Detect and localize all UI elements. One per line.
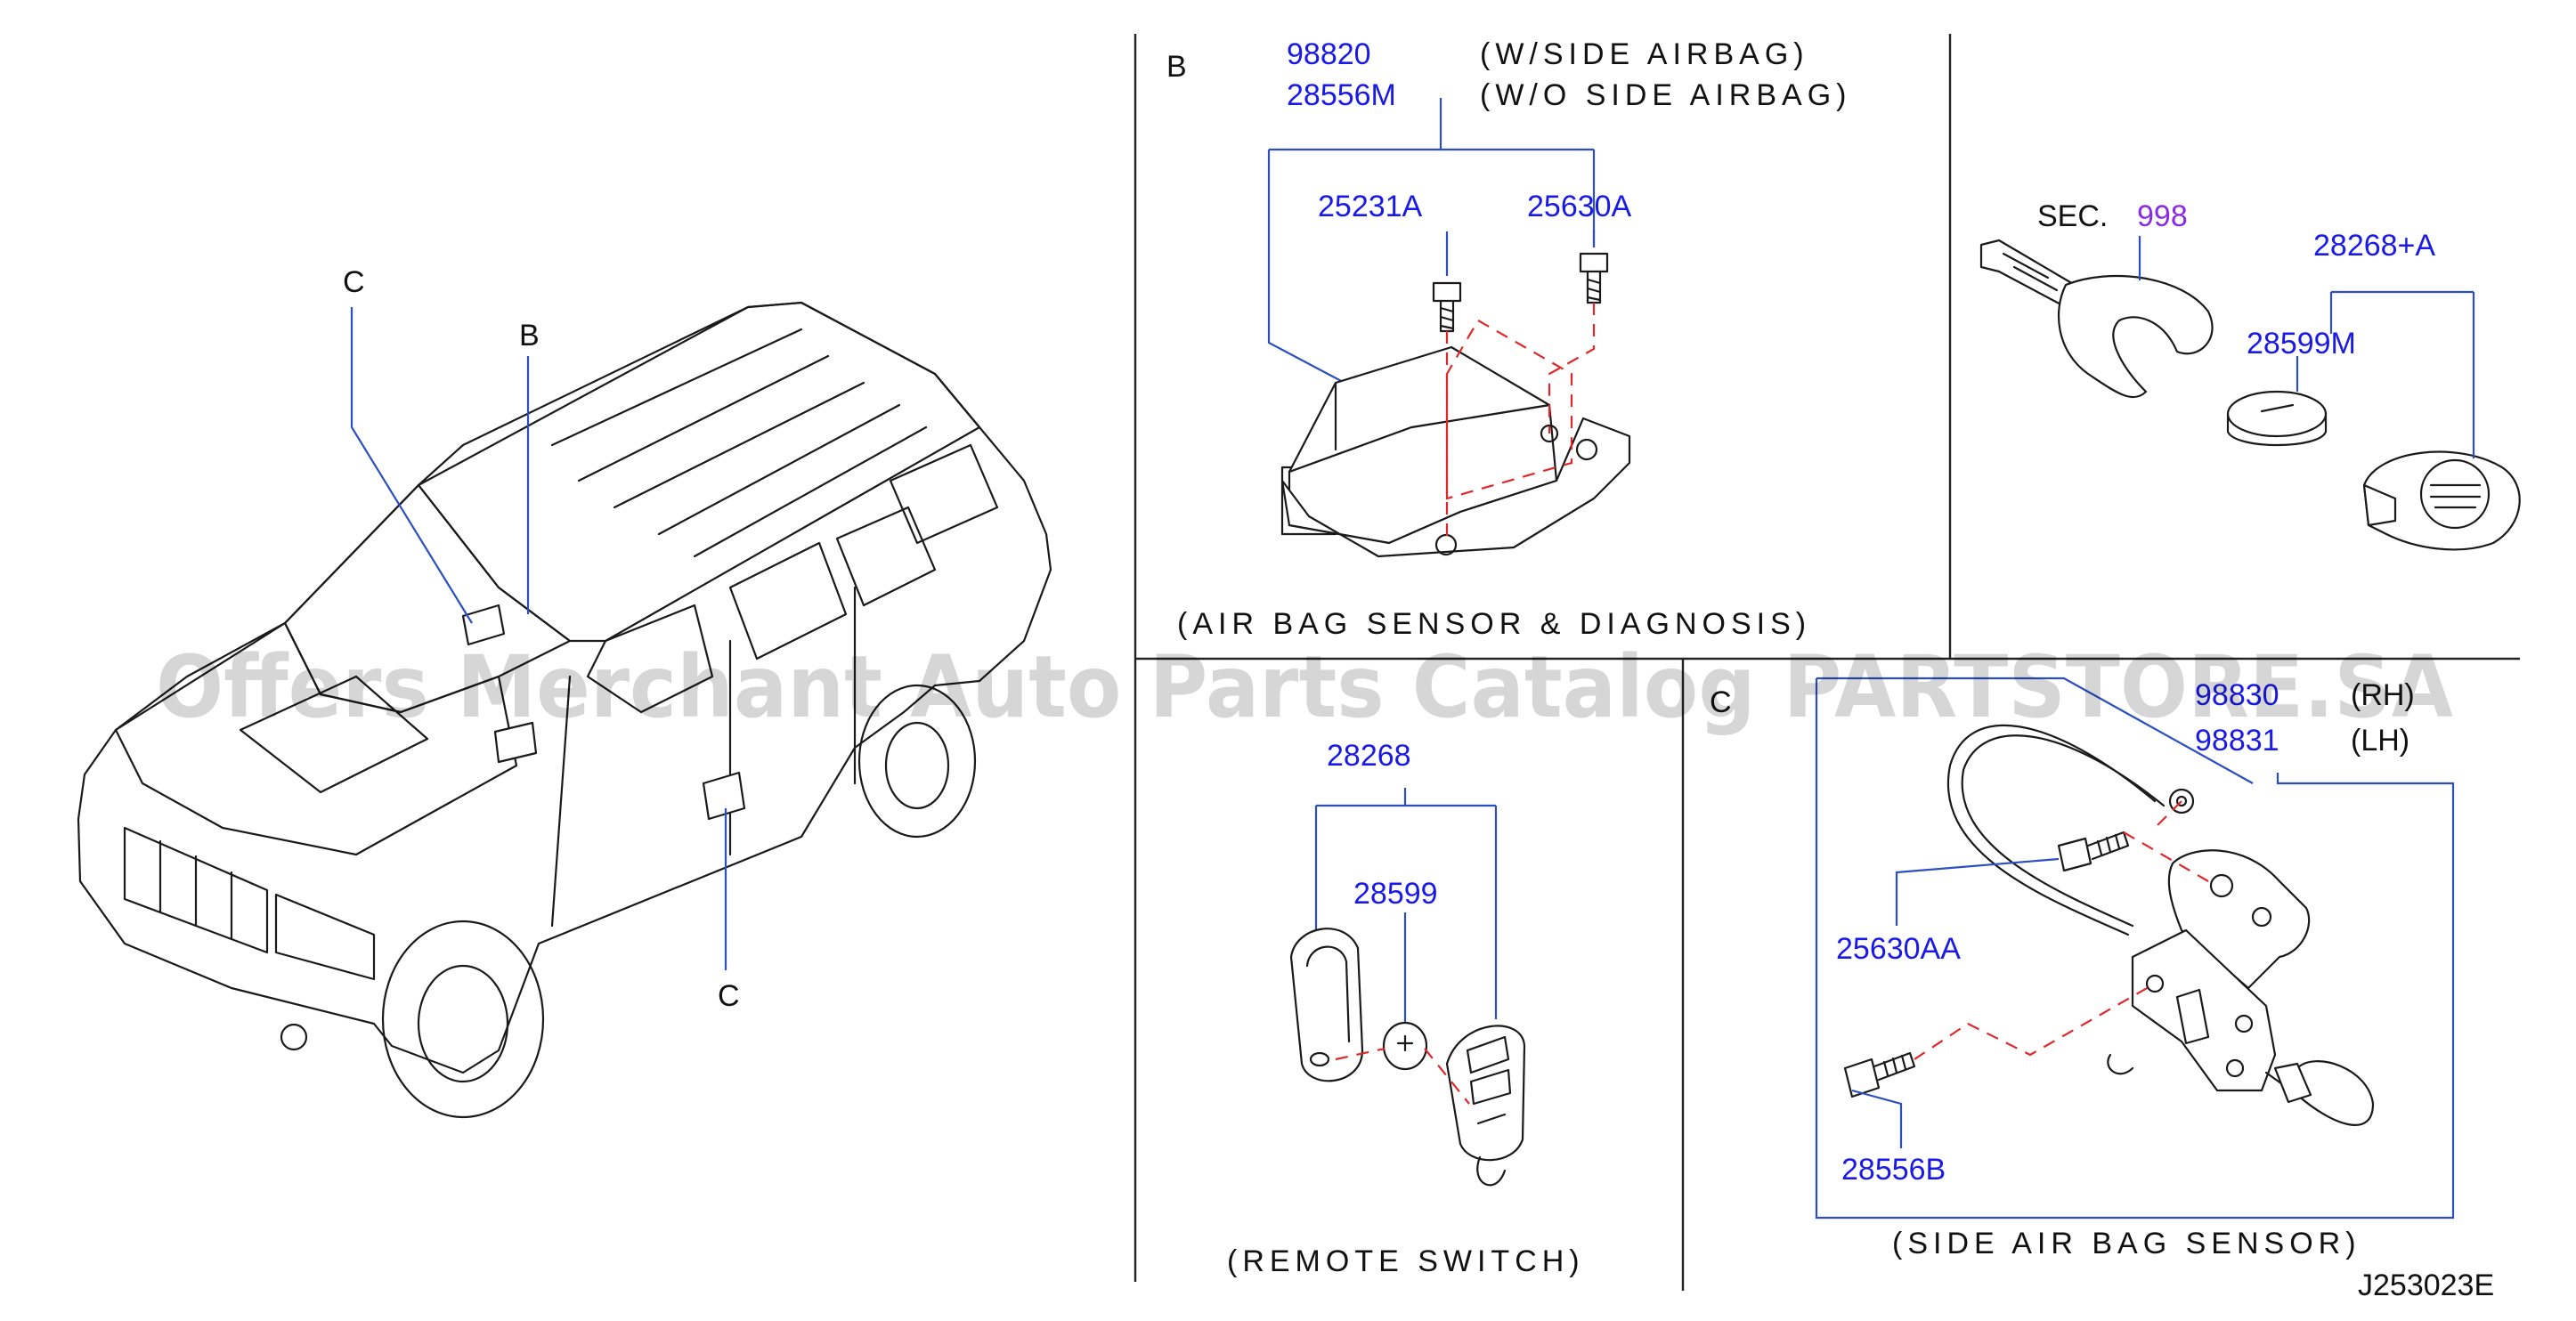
part-28556m[interactable]: 28556M <box>1287 78 1396 112</box>
callout-c-bottom: C <box>718 979 740 1013</box>
sec-label: SEC. <box>2037 199 2108 233</box>
panel-dividers <box>1134 34 2520 1291</box>
callout-b: B <box>519 319 540 353</box>
diagram-code: J253023E <box>2358 1268 2494 1302</box>
location-marker-c <box>702 771 746 821</box>
panel-key-drawing <box>1979 236 2521 551</box>
location-marker-b-lower <box>493 721 538 764</box>
sec-number[interactable]: 998 <box>2137 199 2188 233</box>
panel-c-caption: (SIDE AIR BAG SENSOR) <box>1892 1227 2361 1260</box>
location-marker-b-upper <box>461 604 506 646</box>
part-28599[interactable]: 28599 <box>1353 877 1438 911</box>
panel-b-letter: B <box>1166 50 1187 84</box>
watermark-text: Offers Merchant Auto Parts Catalog PARTS… <box>156 637 2453 737</box>
callout-c-top: C <box>343 265 365 299</box>
part-98820[interactable]: 98820 <box>1287 37 1371 71</box>
part-28556m-note: (W/O SIDE AIRBAG) <box>1480 78 1851 112</box>
part-98830[interactable]: 98830 <box>2195 678 2279 712</box>
part-25630a[interactable]: 25630A <box>1527 190 1632 223</box>
bolt-25231a <box>1432 281 1462 303</box>
part-98820-note: (W/SIDE AIRBAG) <box>1480 37 1809 71</box>
vehicle-illustration <box>77 301 1052 1119</box>
panel-c-letter: C <box>1710 685 1732 719</box>
part-98831[interactable]: 98831 <box>2195 724 2279 758</box>
part-28268[interactable]: 28268 <box>1327 739 1411 773</box>
panel-remote-drawing <box>1289 788 1526 1187</box>
panel-remote-caption: (REMOTE SWITCH) <box>1227 1244 1585 1278</box>
panel-c-drawing <box>1815 677 2455 1220</box>
part-28599m[interactable]: 28599M <box>2247 327 2356 361</box>
part-28268a[interactable]: 28268+A <box>2313 229 2435 263</box>
part-98831-note: (LH) <box>2351 724 2409 758</box>
bolt-25630a <box>1579 252 1609 273</box>
part-28556b[interactable]: 28556B <box>1841 1153 1946 1187</box>
part-25231a[interactable]: 25231A <box>1318 190 1423 223</box>
part-25630aa[interactable]: 25630AA <box>1836 932 1961 966</box>
part-98830-note: (RH) <box>2351 678 2415 712</box>
panel-b-drawing <box>1267 98 1631 558</box>
panel-b-caption: (AIR BAG SENSOR & DIAGNOSIS) <box>1177 607 1811 641</box>
